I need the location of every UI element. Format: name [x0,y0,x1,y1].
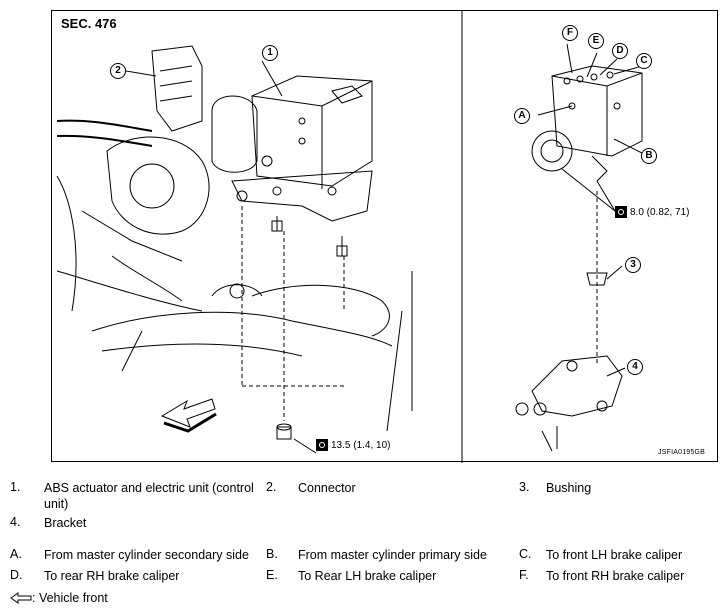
bushing-lower [276,426,292,440]
torque-spec-lower: 13.5 (1.4, 10) [316,439,390,451]
legend-num-4: 4. [10,515,21,529]
legend-text-a: From master cylinder secondary side [44,548,249,562]
callout-b: B [641,148,657,164]
legend-num-3: 3. [519,480,530,494]
legend-num-e: E. [266,568,278,582]
legend-num-1: 1. [10,480,21,494]
callout-2: 2 [110,63,126,79]
legend-text-c: To front LH brake caliper [546,548,683,562]
legend-num-f: F. [519,568,529,582]
legend-num-2: 2. [266,480,277,494]
torque-icon [615,206,627,218]
legend-text-f: To front RH brake caliper [546,569,685,583]
mount-bracket [231,170,373,222]
callout-3: 3 [625,257,641,273]
callout-d: D [612,43,628,59]
legend-text-b: From master cylinder primary side [298,548,487,562]
callout-1: 1 [262,45,278,61]
connector-body [151,45,203,132]
legend-text-4: Bracket [44,516,87,530]
callout-e: E [588,33,604,49]
legend-text-1: ABS actuator and electric unit (control … [44,481,254,511]
abs-actuator-unit [251,75,373,187]
legend-text-e: To Rear LH brake caliper [298,569,437,583]
bushing-right [586,272,608,286]
vehicle-front-arrow-fig [160,398,216,428]
legend-num-b: B. [266,547,278,561]
bracket-right [531,355,623,417]
figure-drawing [56,11,643,463]
callout-f: F [562,25,578,41]
legend-text-2: Connector [298,481,356,495]
vehicle-front-label: : Vehicle front [32,591,108,605]
abs-unit-right [551,65,643,157]
callout-c: C [636,53,652,69]
torque-icon [316,439,328,451]
legend-num-c: C. [519,547,532,561]
callout-a: A [514,108,530,124]
body-panel [106,136,210,235]
torque-spec-upper: 8.0 (0.82, 71) [615,206,689,218]
legend-num-a: A. [10,547,22,561]
lower-body [91,311,393,347]
callout-4: 4 [627,359,643,375]
vehicle-front-key: : Vehicle front [10,590,108,606]
legend-num-d: D. [10,568,23,582]
figure-id: JSFIA0195GB [658,449,705,456]
legend-text-3: Bushing [546,481,592,495]
vehicle-front-arrow-icon [10,592,32,604]
section-label: SEC. 476 [61,16,117,31]
exploded-view-figure: SEC. 476 1 2 F E D C A B 3 4 8.0 (0.82, … [51,10,718,463]
legend-text-d: To rear RH brake caliper [44,569,180,583]
